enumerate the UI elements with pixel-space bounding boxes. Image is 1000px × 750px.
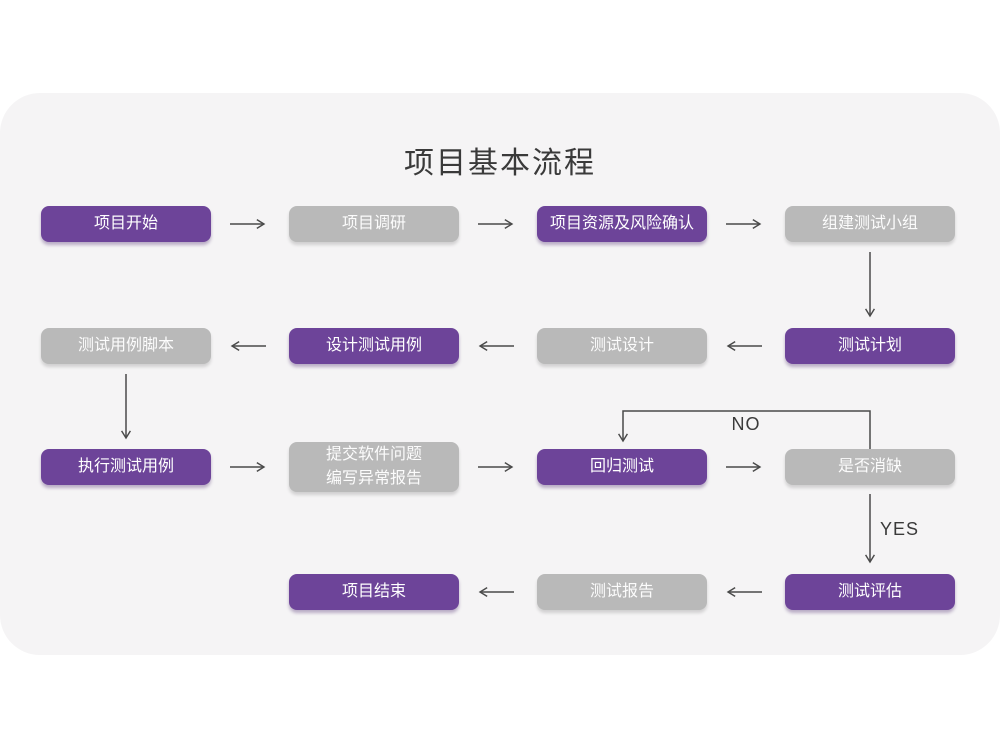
- flowchart-card: [0, 93, 1000, 655]
- node-test-case-script: 测试用例脚本: [41, 328, 211, 364]
- edge-label-no: NO: [731, 414, 761, 434]
- node-project-end: 项目结束: [289, 574, 459, 610]
- edge-label-yes: YES: [880, 519, 920, 539]
- node-test-plan: 测试计划: [785, 328, 955, 364]
- node-defect-cleared: 是否消缺: [785, 449, 955, 485]
- node-build-test-team: 组建测试小组: [785, 206, 955, 242]
- node-risk-confirm: 项目资源及风险确认: [537, 206, 707, 242]
- node-design-test-cases: 设计测试用例: [289, 328, 459, 364]
- node-execute-test-cases: 执行测试用例: [41, 449, 211, 485]
- chart-title: 项目基本流程: [404, 147, 596, 180]
- node-test-design: 测试设计: [537, 328, 707, 364]
- node-submit-issues: 提交软件问题 编写异常报告: [289, 442, 459, 492]
- node-test-evaluation: 测试评估: [785, 574, 955, 610]
- node-project-start: 项目开始: [41, 206, 211, 242]
- node-regression-test: 回归测试: [537, 449, 707, 485]
- node-project-research: 项目调研: [289, 206, 459, 242]
- node-test-report: 测试报告: [537, 574, 707, 610]
